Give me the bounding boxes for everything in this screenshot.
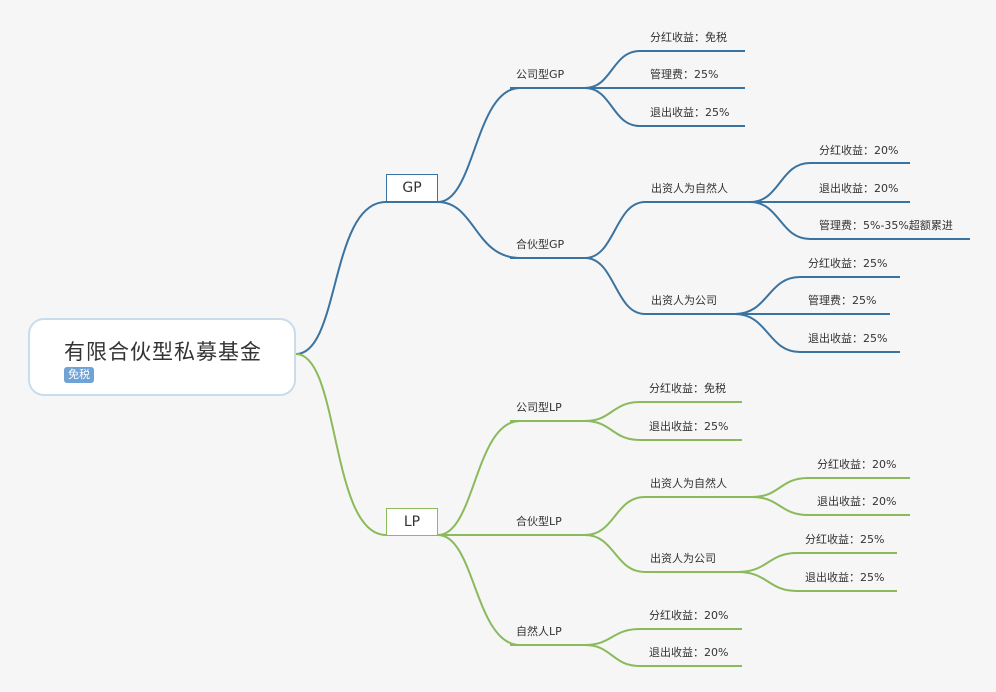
company-lp-label[interactable]: 公司型LP xyxy=(516,401,562,414)
connector-partnership-gp-natural xyxy=(584,201,646,259)
partnership-lp-label[interactable]: 合伙型LP xyxy=(516,515,562,528)
gp-company-label[interactable]: 出资人为公司 xyxy=(651,294,717,307)
connector-company-gp-item-1 xyxy=(584,50,641,89)
gp-node[interactable]: GP xyxy=(386,174,438,202)
lp-natural-person-item[interactable]: 分红收益：20% xyxy=(817,458,897,471)
connector-natural-lp-item-1 xyxy=(584,628,641,646)
company-lp-item[interactable]: 分红收益：免税 xyxy=(649,382,726,395)
connector-lp-company xyxy=(437,420,521,536)
connector-company-gp-item-3 xyxy=(584,87,641,127)
connector-lp-company-item-1 xyxy=(737,552,798,573)
lp-company-item[interactable]: 分红收益：25% xyxy=(805,533,885,546)
company-gp-item[interactable]: 退出收益：25% xyxy=(650,106,730,119)
root-tag: 免税 xyxy=(64,367,94,383)
connector-gp-partnership xyxy=(437,201,521,259)
gp-company-item[interactable]: 管理费：25% xyxy=(808,294,877,307)
company-gp-item[interactable]: 分红收益：免税 xyxy=(650,31,727,44)
connector-lp-natural-item-1 xyxy=(751,477,809,498)
root-title: 有限合伙型私募基金 xyxy=(64,340,262,364)
connector-gp-natural-item-1 xyxy=(749,162,811,203)
connector-partnership-lp-natural xyxy=(584,496,646,536)
connector-company-lp-item-1 xyxy=(584,401,641,422)
connector-lp-company-item-2 xyxy=(737,571,798,592)
natural-person-lp-label[interactable]: 自然人LP xyxy=(516,625,562,638)
connector-lp-natural-item-2 xyxy=(751,496,809,516)
gp-natural-person-item[interactable]: 退出收益：20% xyxy=(819,182,899,195)
lp-company-item[interactable]: 退出收益：25% xyxy=(805,571,885,584)
company-gp-item[interactable]: 管理费：25% xyxy=(650,68,719,81)
lp-node[interactable]: LP xyxy=(386,508,438,536)
connector-partnership-lp-company xyxy=(584,534,646,573)
gp-company-item[interactable]: 退出收益：25% xyxy=(808,332,888,345)
gp-natural-person-item[interactable]: 管理费：5%-35%超额累进 xyxy=(819,219,953,232)
company-lp-item[interactable]: 退出收益：25% xyxy=(649,420,729,433)
connector-gp-company-item-3 xyxy=(734,313,801,353)
gp-natural-person-item[interactable]: 分红收益：20% xyxy=(819,144,899,157)
lp-natural-person-item[interactable]: 退出收益：20% xyxy=(817,495,897,508)
connector-root-gp xyxy=(295,201,387,355)
natural-person-lp-item[interactable]: 退出收益：20% xyxy=(649,646,729,659)
connector-lp-natural xyxy=(437,534,521,646)
lp-company-label[interactable]: 出资人为公司 xyxy=(650,552,716,565)
root-node[interactable]: 有限合伙型私募基金 免税 xyxy=(28,318,296,396)
connector-company-lp-item-2 xyxy=(584,420,641,441)
connector-natural-lp-item-2 xyxy=(584,644,641,667)
company-gp-label[interactable]: 公司型GP xyxy=(516,68,565,81)
connector-gp-company xyxy=(437,87,521,203)
connector-gp-natural-item-3 xyxy=(749,201,811,240)
connector-gp-company-item-1 xyxy=(734,276,801,315)
natural-person-lp-item[interactable]: 分红收益：20% xyxy=(649,609,729,622)
connector-partnership-gp-company xyxy=(584,257,646,315)
gp-company-item[interactable]: 分红收益：25% xyxy=(808,257,888,270)
connector-root-lp xyxy=(295,353,387,536)
lp-natural-person-label[interactable]: 出资人为自然人 xyxy=(650,477,727,490)
partnership-gp-label[interactable]: 合伙型GP xyxy=(516,238,565,251)
gp-natural-person-label[interactable]: 出资人为自然人 xyxy=(651,182,728,195)
